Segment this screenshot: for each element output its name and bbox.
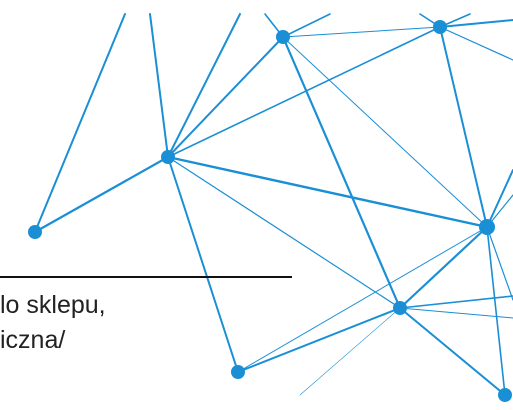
network-edge — [282, 13, 331, 38]
network-edge — [282, 36, 488, 228]
network-node — [498, 388, 512, 402]
network-edge — [486, 226, 513, 301]
network-edge — [167, 156, 239, 373]
network-edge — [33, 155, 170, 234]
divider-line — [0, 276, 292, 278]
text-line-2: iczna/ — [0, 326, 66, 354]
network-node — [28, 225, 42, 239]
network-edge — [237, 226, 488, 373]
network-edge — [167, 13, 241, 158]
network-edge — [486, 169, 513, 228]
network-edge — [281, 35, 402, 310]
network-node — [161, 150, 175, 164]
network-edge — [237, 307, 401, 373]
network-node — [393, 301, 407, 315]
network-edge — [299, 307, 401, 396]
network-node — [433, 20, 447, 34]
network-edge — [282, 26, 441, 38]
network-edge — [486, 226, 506, 396]
network-edge — [167, 156, 401, 309]
network-edge — [167, 36, 284, 158]
network-edge — [399, 295, 513, 309]
network-edge — [166, 155, 489, 229]
network-edge — [439, 26, 488, 228]
network-edge — [398, 225, 489, 310]
network-edge — [149, 13, 169, 158]
network-edge — [399, 307, 506, 396]
network-edge — [399, 307, 513, 319]
network-node — [479, 219, 495, 235]
network-edge — [439, 19, 513, 28]
network-edge — [167, 26, 441, 158]
network-edges — [33, 13, 513, 396]
network-node — [276, 30, 290, 44]
network-node — [231, 365, 245, 379]
network-nodes — [28, 20, 512, 402]
network-edge — [34, 13, 126, 233]
text-line-1: lo sklepu, — [0, 291, 106, 319]
network-edge — [439, 26, 513, 61]
